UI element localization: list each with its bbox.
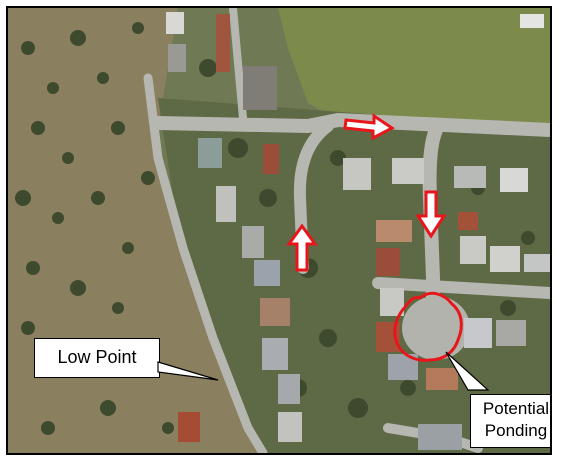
low-point-label: Low Point bbox=[34, 338, 160, 378]
ponding-label-line2: Ponding bbox=[484, 421, 548, 440]
aerial-photo bbox=[8, 8, 550, 453]
aerial-map: Low Point Potential Ponding bbox=[6, 6, 552, 455]
ponding-label-line1: Potential bbox=[482, 399, 550, 418]
potential-ponding-label: Potential Ponding bbox=[470, 394, 550, 448]
